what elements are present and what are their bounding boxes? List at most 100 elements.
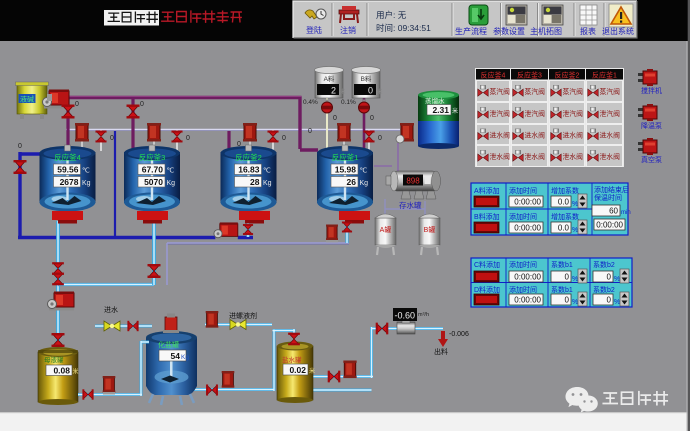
- svg-text:0.02: 0.02: [289, 365, 306, 375]
- svg-text:B料: B料: [361, 74, 372, 83]
- svg-text:系数b2: 系数b2: [593, 285, 615, 294]
- svg-text:盐水罐: 盐水罐: [282, 355, 302, 364]
- svg-text:A料: A料: [324, 74, 335, 83]
- svg-text:存水罐: 存水罐: [399, 200, 422, 210]
- svg-text:16.83: 16.83: [238, 165, 260, 175]
- svg-text:反应釜2: 反应釜2: [555, 71, 580, 80]
- svg-text:2: 2: [331, 86, 336, 96]
- svg-text:%: %: [572, 227, 578, 234]
- svg-text:℃: ℃: [263, 168, 271, 175]
- svg-text:进水阀: 进水阀: [490, 130, 511, 139]
- svg-text:蒸汽阀: 蒸汽阀: [563, 87, 584, 96]
- svg-text:反应釜4: 反应釜4: [481, 71, 506, 80]
- svg-text:15.98: 15.98: [335, 165, 357, 175]
- svg-text:泄汽阀: 泄汽阀: [525, 109, 546, 118]
- svg-text:0: 0: [368, 86, 373, 96]
- svg-text:0: 0: [565, 273, 570, 282]
- svg-text:0.0: 0.0: [558, 198, 570, 207]
- svg-text:0.0: 0.0: [558, 224, 570, 233]
- svg-text:进水阀: 进水阀: [525, 130, 546, 139]
- svg-text:添加时间: 添加时间: [509, 285, 537, 294]
- svg-text:泄汽阀: 泄汽阀: [490, 109, 511, 118]
- svg-text:米: 米: [309, 367, 315, 375]
- svg-text:-0.60: -0.60: [394, 311, 415, 321]
- svg-text:化盐罐: 化盐罐: [158, 340, 179, 349]
- svg-text:54: 54: [171, 351, 181, 361]
- svg-text:系数b1: 系数b1: [551, 285, 573, 294]
- svg-text:B料添加: B料添加: [474, 212, 500, 221]
- svg-text:0: 0: [237, 141, 241, 148]
- svg-text:0: 0: [308, 128, 312, 135]
- svg-text:降温泵: 降温泵: [641, 121, 662, 130]
- svg-text:蒸馏水: 蒸馏水: [425, 96, 445, 105]
- svg-text:报表: 报表: [580, 26, 596, 36]
- svg-text:0.4%: 0.4%: [303, 99, 318, 106]
- svg-text:用户: 无: 用户: 无: [376, 10, 407, 20]
- svg-text:进水: 进水: [104, 305, 118, 314]
- svg-text:添加时间: 添加时间: [509, 186, 537, 195]
- svg-text:主机拓图: 主机拓图: [530, 26, 562, 36]
- svg-text:参数设置: 参数设置: [493, 26, 525, 36]
- svg-text:℃: ℃: [82, 168, 90, 175]
- svg-text:添加时间: 添加时间: [509, 212, 537, 221]
- svg-text:进水阀: 进水阀: [563, 130, 584, 139]
- svg-text:m³/h: m³/h: [418, 312, 429, 318]
- svg-text:添加时间: 添加时间: [509, 260, 537, 269]
- svg-text:退出系统: 退出系统: [602, 26, 634, 36]
- svg-text:泄水阀: 泄水阀: [490, 152, 511, 161]
- svg-text:米: 米: [452, 107, 458, 115]
- svg-text:60: 60: [609, 207, 618, 216]
- svg-text:0: 0: [140, 101, 144, 108]
- svg-text:反应釜4: 反应釜4: [54, 152, 81, 162]
- svg-text:B罐: B罐: [424, 225, 436, 234]
- svg-text:%: %: [572, 276, 578, 283]
- svg-text:反应釜3: 反应釜3: [517, 71, 542, 80]
- svg-text:%: %: [572, 201, 578, 208]
- svg-text:0: 0: [110, 135, 114, 142]
- svg-text:登陆: 登陆: [306, 25, 322, 35]
- svg-text:0: 0: [607, 273, 612, 282]
- svg-text:0:00:00: 0:00:00: [596, 221, 623, 230]
- svg-text:0: 0: [333, 115, 337, 122]
- svg-text:0.1%: 0.1%: [341, 99, 356, 106]
- svg-text:增加系数: 增加系数: [551, 212, 579, 221]
- svg-text:℃: ℃: [167, 168, 175, 175]
- svg-text:蒸汽阀: 蒸汽阀: [600, 87, 621, 96]
- svg-text:蒸汽阀: 蒸汽阀: [525, 87, 546, 96]
- svg-text:%: %: [614, 299, 620, 306]
- svg-text:67.70: 67.70: [142, 165, 164, 175]
- svg-text:-0.006: -0.006: [449, 331, 469, 338]
- svg-text:进水阀: 进水阀: [600, 130, 621, 139]
- svg-text:0:00:00: 0:00:00: [514, 296, 541, 305]
- svg-text:0: 0: [75, 101, 79, 108]
- svg-text:进螺液剂: 进螺液剂: [229, 311, 257, 320]
- svg-text:蒸汽阀: 蒸汽阀: [490, 87, 511, 96]
- svg-text:泄汽阀: 泄汽阀: [563, 109, 584, 118]
- svg-text:注销: 注销: [340, 25, 356, 35]
- svg-text:泄水阀: 泄水阀: [563, 152, 584, 161]
- svg-text:保温时间: 保温时间: [594, 193, 622, 202]
- svg-text:搅拌机: 搅拌机: [641, 86, 662, 95]
- svg-text:0: 0: [565, 296, 570, 305]
- svg-text:Kg: Kg: [167, 180, 176, 187]
- svg-text:米: 米: [377, 88, 383, 96]
- svg-text:0:00:00: 0:00:00: [514, 198, 541, 207]
- svg-text:液碱: 液碱: [20, 95, 34, 104]
- svg-text:真空泵: 真空泵: [641, 155, 662, 164]
- svg-text:0: 0: [607, 296, 612, 305]
- svg-text:A料添加: A料添加: [474, 186, 500, 195]
- svg-text:时间: 09:34:51: 时间: 09:34:51: [376, 23, 431, 33]
- svg-text:泄汽阀: 泄汽阀: [600, 109, 621, 118]
- svg-text:系数b2: 系数b2: [593, 260, 615, 269]
- svg-text:0:00:00: 0:00:00: [514, 224, 541, 233]
- svg-text:C料添加: C料添加: [474, 260, 500, 269]
- svg-text:母液罐: 母液罐: [44, 355, 64, 364]
- svg-text:min: min: [621, 210, 631, 216]
- svg-text:反应釜1: 反应釜1: [592, 71, 617, 80]
- svg-text:D料添加: D料添加: [474, 285, 500, 294]
- svg-text:反应釜1: 反应釜1: [332, 152, 359, 162]
- svg-text:泄水阀: 泄水阀: [525, 152, 546, 161]
- svg-text:0: 0: [370, 115, 374, 122]
- svg-text:Kg: Kg: [82, 180, 91, 187]
- svg-text:0: 0: [186, 135, 190, 142]
